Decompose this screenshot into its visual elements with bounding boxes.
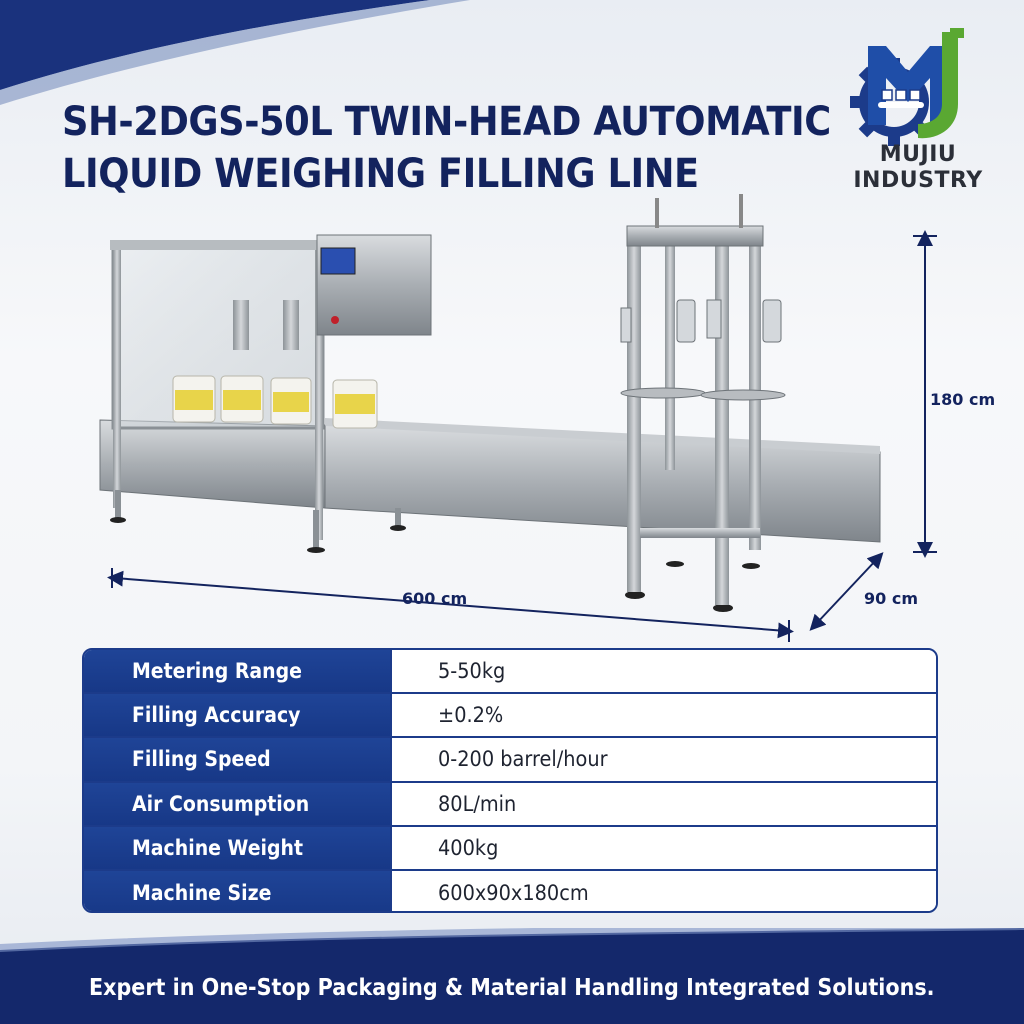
footer-tagline: Expert in One-Stop Packaging & Material … (89, 975, 935, 1001)
width-dimension-label: 90 cm (864, 589, 918, 608)
brand-name: MUJIU INDUSTRY (838, 142, 998, 194)
spec-table: Metering Range 5-50kg Filling Accuracy ±… (82, 648, 938, 913)
filling-machine-image (99, 194, 881, 612)
spec-label: Metering Range (84, 650, 392, 693)
spec-row-filling-speed: Filling Speed 0-200 barrel/hour (84, 738, 936, 783)
spec-value: ±0.2% (392, 694, 936, 737)
mujiu-logo-icon (850, 28, 964, 146)
spec-row-machine-size: Machine Size 600x90x180cm (84, 870, 936, 911)
spec-value: 80L/min (392, 782, 936, 825)
spec-label: Filling Speed (84, 738, 392, 781)
spec-value: 400kg (392, 826, 936, 869)
height-dimension-label: 180 cm (930, 390, 996, 409)
header-swoosh (0, 0, 470, 105)
page-title: SH-2DGS-50L TWIN-HEAD AUTOMATIC LIQUID W… (62, 96, 831, 200)
title-line-1: SH-2DGS-50L TWIN-HEAD AUTOMATIC (62, 99, 831, 145)
spec-row-metering-range: Metering Range 5-50kg (84, 650, 936, 695)
spec-value: 600x90x180cm (392, 870, 936, 911)
spec-value: 5-50kg (392, 650, 936, 693)
footer-band (0, 928, 1024, 1024)
brand-line-1: MUJIU (879, 142, 957, 167)
spec-label: Machine Size (84, 870, 392, 911)
spec-row-air-consumption: Air Consumption 80L/min (84, 782, 936, 827)
spec-label: Machine Weight (84, 826, 392, 869)
title-line-2: LIQUID WEIGHING FILLING LINE (62, 151, 699, 197)
length-dimension-label: 600 cm (402, 589, 468, 608)
spec-row-machine-weight: Machine Weight 400kg (84, 826, 936, 871)
spec-label: Air Consumption (84, 782, 392, 825)
brand-line-2: INDUSTRY (853, 168, 983, 193)
spec-row-filling-accuracy: Filling Accuracy ±0.2% (84, 694, 936, 739)
spec-value: 0-200 barrel/hour (392, 738, 936, 781)
spec-label: Filling Accuracy (84, 694, 392, 737)
